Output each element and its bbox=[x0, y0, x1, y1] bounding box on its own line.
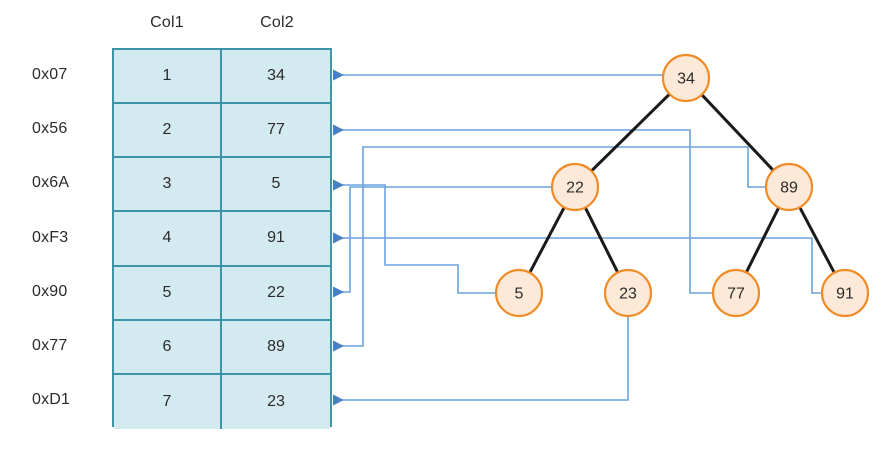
node-label: 91 bbox=[836, 286, 854, 303]
tree-edge-n22-to-n23 bbox=[583, 206, 620, 274]
tree-node-22[interactable]: 22 bbox=[550, 162, 600, 212]
table-row: 7 23 bbox=[114, 374, 330, 429]
tree-edges bbox=[528, 93, 836, 274]
connector-row3-to-5 bbox=[332, 179, 496, 294]
connector-row4-to-91 bbox=[332, 232, 822, 294]
node-label: 89 bbox=[780, 180, 798, 197]
table-cell-col1: 7 bbox=[114, 374, 222, 429]
tree-node-89[interactable]: 89 bbox=[764, 162, 814, 212]
node-label: 23 bbox=[619, 286, 637, 303]
table-cell-col2: 91 bbox=[222, 212, 330, 265]
table-cell-col1: 3 bbox=[114, 158, 222, 211]
tree-node-23[interactable]: 23 bbox=[603, 268, 653, 318]
address-label-row-2: 0x56 bbox=[32, 120, 68, 137]
address-label-row-6: 0x77 bbox=[32, 337, 68, 354]
column-header-col1: Col1 bbox=[150, 14, 184, 31]
node-circle bbox=[711, 268, 761, 318]
tree-edge-n89-to-n77 bbox=[744, 206, 781, 274]
tree-edge-root-to-n22 bbox=[590, 93, 671, 172]
tree-node-91[interactable]: 91 bbox=[820, 268, 870, 318]
node-label: 22 bbox=[566, 180, 584, 197]
node-label: 34 bbox=[677, 71, 695, 88]
connector-row5-to-22 bbox=[332, 186, 552, 298]
connector-row7-to-23 bbox=[332, 316, 629, 406]
node-circle bbox=[820, 268, 870, 318]
table-cell-col1: 6 bbox=[114, 320, 222, 373]
address-label-row-1: 0x07 bbox=[32, 66, 68, 83]
table-row: 2 77 bbox=[114, 104, 330, 159]
node-label: 5 bbox=[515, 286, 524, 303]
address-label-row-4: 0xF3 bbox=[32, 229, 69, 246]
tree-node-77[interactable]: 77 bbox=[711, 268, 761, 318]
table-row: 3 5 bbox=[114, 158, 330, 213]
table-cell-col1: 5 bbox=[114, 266, 222, 319]
table-cell-col2: 77 bbox=[222, 104, 330, 157]
connector-row2-to-77 bbox=[332, 124, 713, 294]
node-circle bbox=[494, 268, 544, 318]
table-cell-col2: 5 bbox=[222, 158, 330, 211]
node-circle bbox=[764, 162, 814, 212]
tree-edge-n89-to-n91 bbox=[798, 206, 836, 274]
table-cell-col2: 22 bbox=[222, 266, 330, 319]
address-label-row-7: 0xD1 bbox=[32, 391, 71, 408]
table-row: 5 22 bbox=[114, 266, 330, 321]
table-cell-col1: 4 bbox=[114, 212, 222, 265]
table-row: 4 91 bbox=[114, 212, 330, 267]
table-cell-col2: 23 bbox=[222, 374, 330, 429]
address-label-row-3: 0x6A bbox=[32, 174, 70, 191]
tree-node-5[interactable]: 5 bbox=[494, 268, 544, 318]
connector-lines bbox=[332, 69, 822, 406]
connector-row6-to-89 bbox=[332, 146, 766, 352]
tree-node-34[interactable]: 34 bbox=[661, 53, 711, 103]
tree-edge-n22-to-n5 bbox=[528, 206, 566, 274]
tree-edge-root-to-n89 bbox=[700, 93, 775, 172]
node-label: 77 bbox=[727, 286, 745, 303]
table-cell-col1: 2 bbox=[114, 104, 222, 157]
node-circle bbox=[550, 162, 600, 212]
table-row: 6 89 bbox=[114, 320, 330, 375]
table-row: 1 34 bbox=[114, 50, 330, 105]
table-cell-col1: 1 bbox=[114, 50, 222, 103]
column-header-col2: Col2 bbox=[260, 14, 294, 31]
table-cell-col2: 89 bbox=[222, 320, 330, 373]
address-label-row-5: 0x90 bbox=[32, 283, 68, 300]
node-circle bbox=[603, 268, 653, 318]
tree-nodes: 34 22 89 5 23 77 91 bbox=[494, 53, 870, 318]
node-circle bbox=[661, 53, 711, 103]
memory-table: 1 34 2 77 3 5 4 91 5 22 6 89 7 23 bbox=[112, 48, 332, 429]
table-cell-col2: 34 bbox=[222, 50, 330, 103]
